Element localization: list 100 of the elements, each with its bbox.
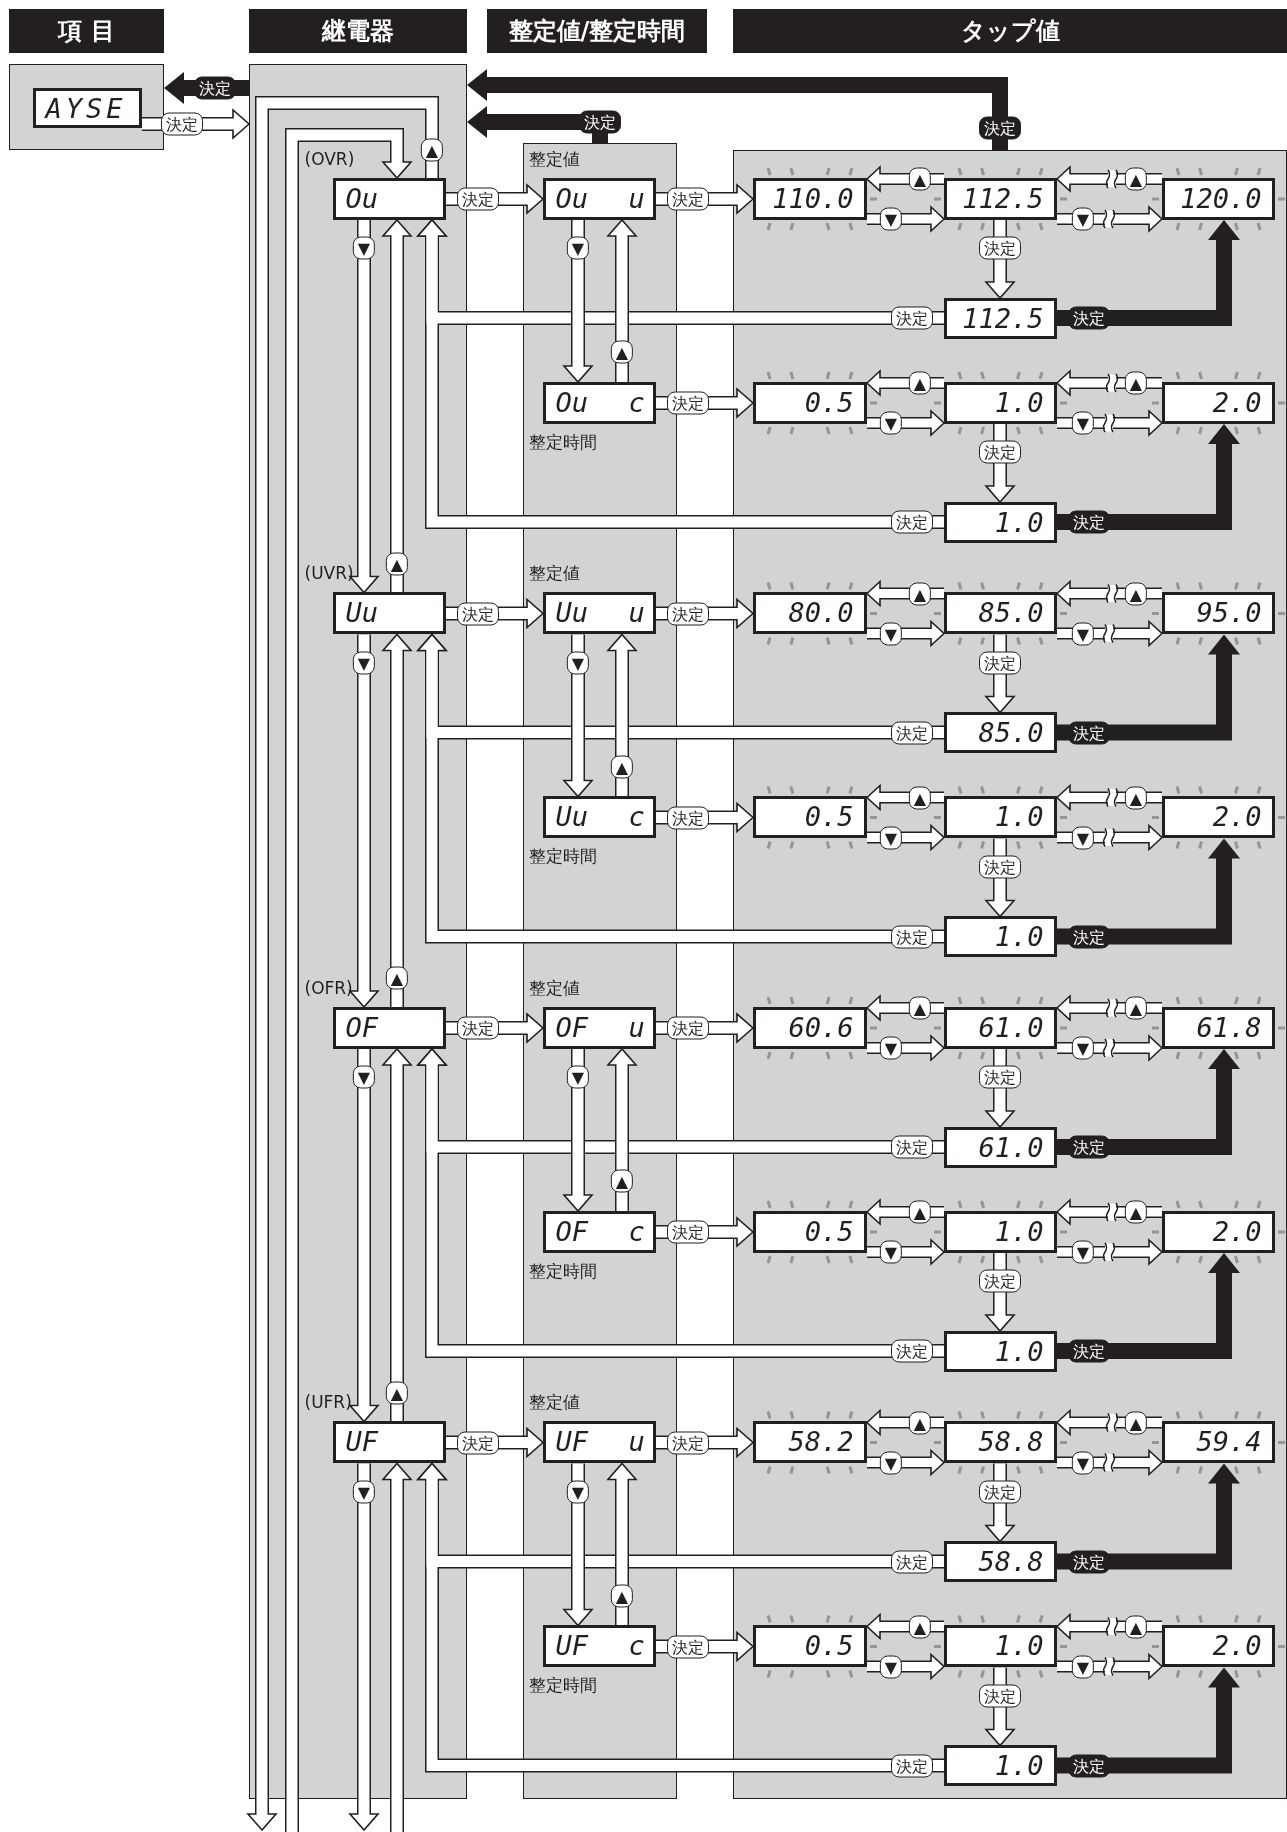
lcd-display: 1.0 bbox=[943, 796, 1057, 838]
lcd-display: AYSE bbox=[32, 87, 142, 128]
arrow bbox=[1057, 1253, 1240, 1359]
panel bbox=[9, 64, 164, 150]
key-label: 決定 bbox=[579, 110, 621, 134]
key-label: 決定 bbox=[891, 1135, 933, 1159]
key-label: 決定 bbox=[457, 1016, 499, 1040]
arrow bbox=[865, 579, 944, 608]
key-label: 決定 bbox=[1068, 1754, 1110, 1777]
node-label: (OVR) bbox=[304, 147, 355, 171]
lcd-display: 1.0 bbox=[943, 1210, 1057, 1253]
key-label: 決定 bbox=[891, 306, 933, 330]
arrow bbox=[1057, 1652, 1164, 1681]
key-label: 決定 bbox=[667, 1635, 709, 1658]
key-label: 決定 bbox=[667, 187, 709, 211]
arrow bbox=[467, 106, 608, 143]
arrow bbox=[865, 783, 944, 812]
node-label: 整定値 bbox=[528, 562, 580, 585]
key-label: 決定 bbox=[979, 1065, 1021, 1089]
key-label: 決定 bbox=[667, 391, 709, 415]
lcd-display: 1.0 bbox=[943, 1625, 1057, 1667]
arrow bbox=[1057, 1049, 1240, 1155]
arrow bbox=[1057, 1667, 1240, 1774]
arrow bbox=[1057, 634, 1240, 741]
lcd-display: 1.0 bbox=[943, 381, 1057, 424]
arrow bbox=[1057, 409, 1164, 437]
key-label: 決定 bbox=[1068, 1339, 1110, 1363]
arrow bbox=[1057, 1238, 1164, 1266]
arrow bbox=[865, 1198, 944, 1226]
arrow bbox=[1057, 1463, 1240, 1570]
lcd-display: 2.0 bbox=[1161, 381, 1275, 424]
lcd-display: 61.8 bbox=[1161, 1006, 1275, 1049]
lcd-display: 59.4 bbox=[1161, 1421, 1275, 1463]
arrow bbox=[865, 369, 944, 397]
node-label: 整定時間 bbox=[528, 430, 597, 454]
arrow bbox=[1055, 994, 1162, 1022]
key-label: 決定 bbox=[979, 1684, 1021, 1707]
lcd-display: 112.5 bbox=[943, 177, 1057, 220]
arrow bbox=[1055, 1198, 1162, 1226]
lcd-display: 95.0 bbox=[1161, 592, 1275, 634]
arrow bbox=[606, 218, 638, 382]
column-header: 項 目 bbox=[9, 9, 164, 53]
arrow bbox=[1055, 165, 1162, 193]
arrow bbox=[1055, 783, 1162, 812]
arrow bbox=[416, 1462, 944, 1773]
key-label: 決定 bbox=[979, 651, 1021, 674]
key-label: 決定 bbox=[979, 236, 1021, 260]
column-header: 継電器 bbox=[249, 9, 467, 53]
key-label: 決定 bbox=[891, 925, 933, 948]
key-label: 決定 bbox=[891, 510, 933, 534]
arrow bbox=[348, 1463, 380, 1832]
node-label: 整定時間 bbox=[528, 1674, 597, 1697]
node-label: 整定値 bbox=[528, 1391, 580, 1414]
node-label: 整定時間 bbox=[528, 845, 597, 868]
key-label: 決定 bbox=[457, 187, 499, 211]
arrow bbox=[562, 634, 594, 798]
node-label: 整定値 bbox=[528, 976, 580, 1000]
key-label: 決定 bbox=[891, 1754, 933, 1777]
lcd-display: 61.0 bbox=[943, 1006, 1057, 1049]
key-label: 決定 bbox=[1068, 925, 1110, 948]
key-label: 決定 bbox=[194, 76, 236, 100]
arrow bbox=[606, 1462, 638, 1626]
key-label: 決定 bbox=[457, 1431, 499, 1454]
node-label: (OFR) bbox=[304, 976, 353, 1000]
arrow bbox=[381, 1462, 413, 1832]
arrow bbox=[865, 165, 944, 193]
key-label: 決定 bbox=[667, 806, 709, 829]
node-label: 整定時間 bbox=[528, 1259, 597, 1283]
arrow bbox=[865, 994, 944, 1022]
key-label: 決定 bbox=[979, 1269, 1021, 1293]
arrow bbox=[562, 220, 594, 384]
key-label: 決定 bbox=[1068, 1550, 1110, 1573]
arrow bbox=[562, 1049, 594, 1213]
lcd-display: 120.0 bbox=[1161, 177, 1275, 220]
arrow bbox=[416, 218, 944, 529]
key-label: 決定 bbox=[161, 112, 203, 136]
column-header: 整定値/整定時間 bbox=[487, 9, 707, 53]
key-label: 決定 bbox=[667, 602, 709, 625]
lcd-display: 2.0 bbox=[1161, 1210, 1275, 1253]
arrow bbox=[381, 218, 413, 593]
key-label: 決定 bbox=[891, 1550, 933, 1573]
lcd-display: 58.8 bbox=[943, 1421, 1057, 1463]
arrow bbox=[246, 96, 439, 1832]
arrow bbox=[606, 1047, 638, 1211]
column-header: タップ値 bbox=[733, 9, 1287, 53]
arrow bbox=[348, 1049, 380, 1423]
arrow bbox=[348, 220, 380, 594]
arrow bbox=[1057, 823, 1164, 852]
arrow bbox=[348, 634, 380, 1009]
key-label: 決定 bbox=[1068, 721, 1110, 744]
arrow bbox=[381, 1047, 413, 1422]
key-label: 決定 bbox=[979, 440, 1021, 464]
key-label: 決定 bbox=[667, 1220, 709, 1244]
node-label: (UFR) bbox=[304, 1391, 352, 1414]
lcd-display: 2.0 bbox=[1161, 1625, 1275, 1667]
node-label: 整定値 bbox=[528, 147, 580, 171]
arrow bbox=[865, 1612, 944, 1641]
key-label: 決定 bbox=[667, 1431, 709, 1454]
key-label: 決定 bbox=[979, 116, 1021, 140]
key-label: 決定 bbox=[667, 1016, 709, 1040]
